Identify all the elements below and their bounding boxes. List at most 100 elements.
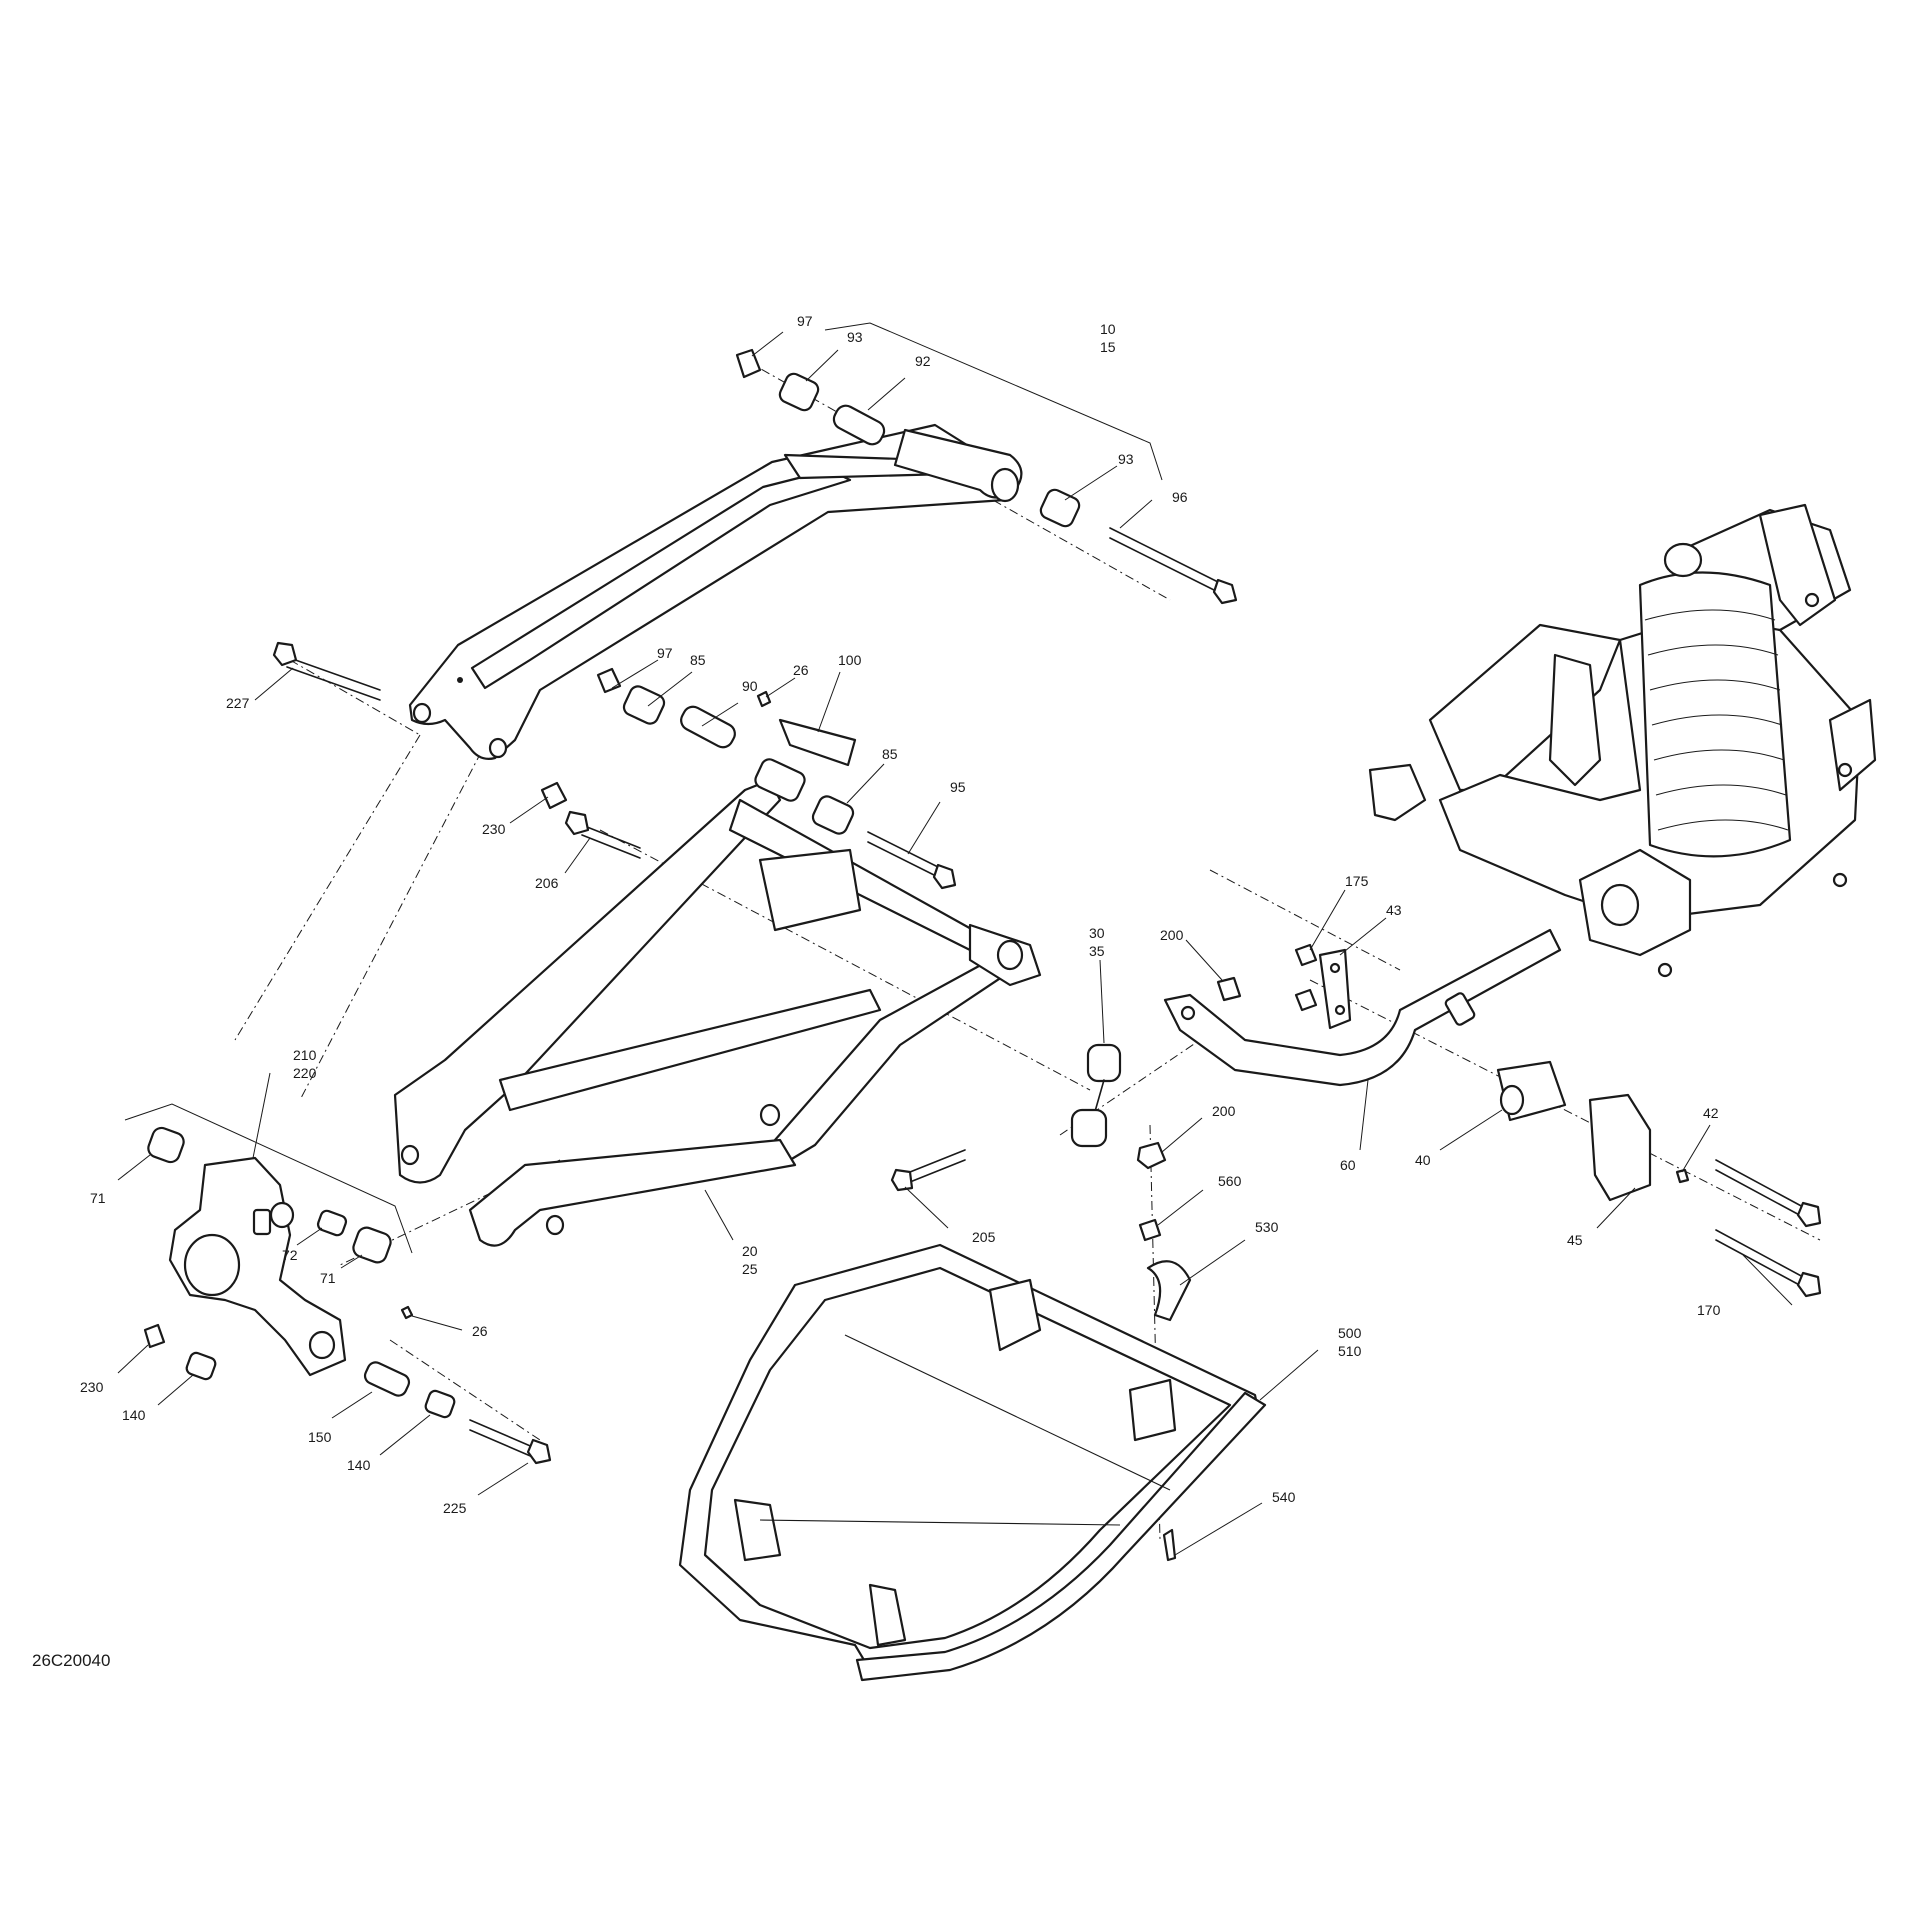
label-60: 60 [1340, 1157, 1356, 1173]
leader-20 [704, 1189, 734, 1241]
centerline-spacer [1209, 869, 1401, 971]
leader-93b [1064, 465, 1118, 501]
knuckle-lower-eye [308, 1330, 336, 1360]
leader-140a [157, 1374, 194, 1406]
label-15: 15 [1100, 339, 1116, 355]
leader-93a [805, 349, 839, 382]
lower-a-arm [393, 778, 1042, 1247]
frame-bracket-face [1548, 653, 1602, 787]
bushing-93-a [778, 372, 820, 412]
label-95: 95 [950, 779, 966, 795]
lower-arm-ball-bore [996, 939, 1024, 971]
lower-arm-lower-tube [468, 1138, 797, 1247]
bushing-71-b [352, 1226, 392, 1264]
leader-42 [1681, 1124, 1711, 1173]
label-71b: 71 [320, 1270, 336, 1286]
knuckle-upper-eye [269, 1201, 295, 1229]
frame-bolt-3 [1832, 872, 1848, 888]
label-93a: 93 [847, 329, 863, 345]
spacer-72 [316, 1209, 348, 1237]
leader-92 [867, 377, 906, 411]
leader-60 [1359, 1079, 1369, 1151]
label-205: 205 [972, 1229, 996, 1245]
label-97a: 97 [797, 313, 813, 329]
spacer-plate-43 [1318, 948, 1352, 1030]
spacer-hole-1 [1329, 962, 1341, 974]
leader-71a [117, 1154, 151, 1181]
link-lower-end [1070, 1108, 1108, 1148]
lower-arm-shock-mount [758, 848, 862, 932]
nut-230-b [143, 1323, 166, 1349]
upper-arm-hole [457, 677, 463, 683]
bracket-knuckle [124, 1103, 413, 1254]
upper-a-arm [408, 423, 1023, 760]
shock-spring-coils [1644, 609, 1789, 831]
frame-bolt-1 [1804, 592, 1820, 608]
label-175: 175 [1345, 873, 1369, 889]
label-43: 43 [1386, 902, 1402, 918]
leader-97a [751, 331, 784, 357]
centerline-knuckle-upper-2 [299, 734, 491, 1101]
label-85b: 85 [882, 746, 898, 762]
lower-arm-eye-3 [759, 1103, 781, 1127]
guard-inner-face [703, 1266, 1232, 1650]
bushing-40-bore [1499, 1084, 1525, 1116]
label-96: 96 [1172, 489, 1188, 505]
label-140b: 140 [347, 1457, 371, 1473]
lower-arm-front-tube [393, 778, 782, 1184]
leader-175 [1309, 889, 1346, 951]
bolt-170-shank [1715, 1229, 1806, 1279]
guard-crease-1 [844, 1334, 1171, 1491]
leader-30 [1099, 959, 1105, 1044]
leader-227 [254, 667, 294, 701]
label-71a: 71 [90, 1190, 106, 1206]
upper-arm-eye-2 [488, 737, 508, 759]
clamp-45 [1588, 1093, 1652, 1202]
washer-140-b [424, 1389, 456, 1419]
upper-arm-eye-1 [412, 702, 432, 724]
label-227: 227 [226, 695, 250, 711]
label-72: 72 [282, 1247, 298, 1263]
label-220: 220 [293, 1065, 317, 1081]
label-170: 170 [1697, 1302, 1721, 1318]
label-560: 560 [1218, 1173, 1242, 1189]
guard-crease-2 [759, 1519, 1121, 1526]
lower-arm-cross-tube [498, 988, 882, 1112]
label-90: 90 [742, 678, 758, 694]
leader-100 [817, 671, 841, 733]
label-230b: 230 [80, 1379, 104, 1395]
stabilizer-bar-body [1163, 928, 1562, 1087]
label-10: 10 [1100, 321, 1116, 337]
nut-200-b [1136, 1141, 1167, 1170]
bolt-95-shank-2 [867, 841, 941, 879]
bolt-bushing-shank [1715, 1159, 1806, 1209]
centerline-bushing-clamp [1309, 979, 1821, 1241]
leader-96 [1119, 499, 1153, 529]
stabilizer-link [890, 976, 1242, 1192]
nut-97 [735, 348, 762, 379]
centerline-upper-arm-rear [744, 359, 1171, 601]
leader-90 [701, 702, 739, 727]
label-500: 500 [1338, 1325, 1362, 1341]
bolt-96-shank [1109, 527, 1221, 584]
lower-arm-hardware [564, 667, 957, 890]
bolt-225-shank-2 [469, 1429, 536, 1459]
leader-170 [1742, 1254, 1793, 1306]
sleeve-92 [832, 404, 886, 446]
guard-mount-tab-2 [1128, 1378, 1177, 1442]
centerline-upper-arm-front [289, 659, 421, 736]
stabilizer-bar [1163, 928, 1822, 1298]
skid-plate-guard [678, 1218, 1267, 1682]
nut-175-b [1294, 988, 1318, 1012]
centerline-link [1059, 1039, 1201, 1136]
washer-140-a [185, 1351, 217, 1381]
leader-500 [1259, 1349, 1319, 1401]
label-93b: 93 [1118, 451, 1134, 467]
grease-fitting-26-a [756, 690, 772, 708]
leader-200a [1185, 939, 1223, 981]
diagram-code: 26C20040 [32, 1651, 110, 1670]
leader-40 [1439, 1109, 1503, 1151]
label-200a: 200 [1160, 927, 1184, 943]
stabilizer-bar-collar [1444, 992, 1476, 1026]
bolt-96-head [1212, 578, 1238, 605]
